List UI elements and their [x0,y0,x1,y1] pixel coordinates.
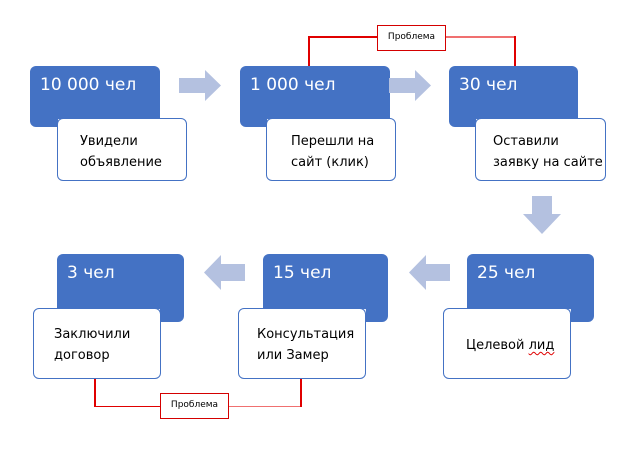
step-2-count-box: 1 000 чел [240,66,390,127]
problem-label-top: Проблема [377,25,446,51]
step-3-description-line-1: Оставили [493,134,559,149]
problem-label-bottom-text: Проблема [170,400,219,410]
problem-connector-top-right-vertical [514,36,516,66]
arrow-right-icon [179,70,221,101]
step-2-description-line-1: Перешли на [291,134,375,149]
step-6-description-line-1: Заключили [54,327,131,342]
step-6-description-line-2: договор [54,348,110,363]
problem-connector-bottom-left-horizontal [94,405,161,407]
step-1-description-box: Увидели объявление [57,118,187,181]
step-4-description-line-2: лид [528,338,555,353]
step-5-count: 15 чел [273,263,332,283]
problem-connector-bottom-left-vertical [94,379,96,407]
arrow-left-icon [204,255,245,290]
step-5-description-line-1: Консультация [257,327,355,342]
problem-connector-top-left-horizontal [308,36,378,38]
step-2-count: 1 000 чел [250,75,336,95]
step-5-description-box: Консультация или Замер [238,308,366,379]
arrow-left-icon [409,255,450,290]
step-4-description-box: Целевой лид [443,308,571,379]
problem-connector-top-left-vertical [308,36,310,66]
step-4-description-line-1: Целевой [466,338,529,353]
problem-connector-top-right-horizontal [445,36,516,38]
step-1-description-line-1: Увидели [80,134,138,149]
step-3-count: 30 чел [459,75,518,95]
step-2-description-line-2: сайт (клик) [291,155,369,170]
arrow-right-icon [389,70,431,101]
step-2-description-box: Перешли на сайт (клик) [266,118,396,181]
step-4-count: 25 чел [477,263,536,283]
problem-connector-bottom-right-vertical [300,379,302,407]
step-6-count: 3 чел [67,263,115,283]
step-5-description-line-2: или Замер [257,348,329,363]
problem-label-top-text: Проблема [387,32,436,42]
step-6-description-box: Заключили договор [33,308,161,379]
step-1-count-box: 10 000 чел [30,66,160,127]
arrow-down-icon [523,196,561,234]
step-3-description-box: Оставили заявку на сайте [475,118,606,181]
step-3-description-line-2: заявку на сайте [493,155,603,170]
step-3-count-box: 30 чел [449,66,578,127]
problem-connector-bottom-right-horizontal [228,405,302,407]
problem-label-bottom: Проблема [160,393,229,419]
step-1-count: 10 000 чел [40,75,137,95]
step-1-description-line-2: объявление [80,155,162,170]
